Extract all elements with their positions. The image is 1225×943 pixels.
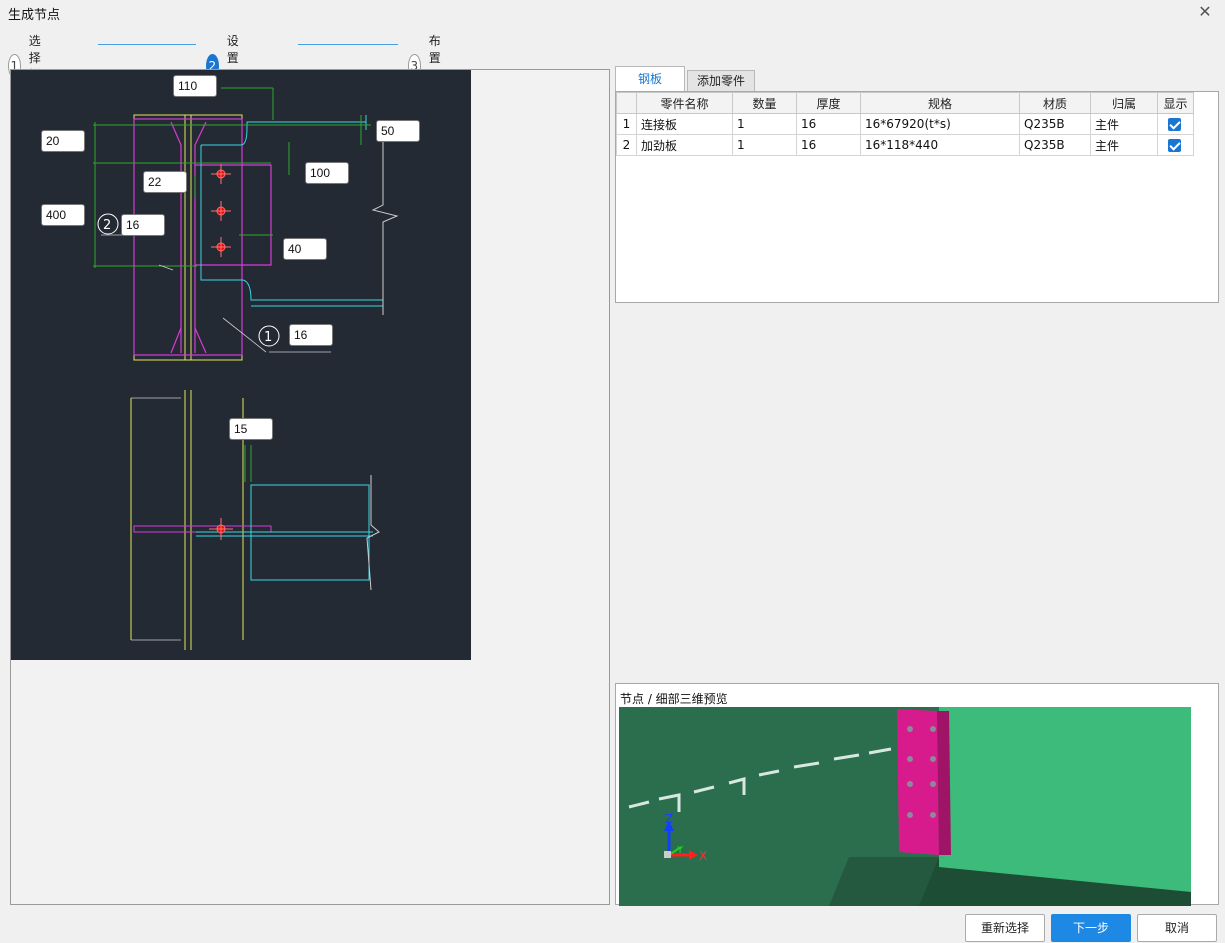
dimension-lines [93,87,371,268]
beam-side-view [196,484,373,581]
col-qty[interactable]: 数量 [732,92,797,114]
stiffener-plate [133,118,272,356]
row-number: 1 [616,113,637,135]
parts-table-container: 零件名称 数量 厚度 规格 材质 归属 显示 1 连接板 1 16 16*679… [615,91,1219,303]
callout-1: 1 [264,330,272,345]
side-plate [133,525,272,533]
table-row[interactable]: 2 加劲板 1 16 16*118*440 Q235B 主件 [616,134,1194,156]
dim-input-22[interactable]: 22 [143,171,187,193]
dim-input-110[interactable]: 110 [173,75,217,97]
step-connector [98,44,196,45]
parts-table: 零件名称 数量 厚度 规格 材质 归属 显示 1 连接板 1 16 16*679… [616,92,1194,156]
side-bolt [209,518,233,540]
window-title: 生成节点 [8,8,61,23]
3d-preview-panel: 节点 / 细部三维预览 [615,683,1219,906]
cell-spec[interactable]: 16*118*440 [860,134,1020,156]
cell-material[interactable]: Q235B [1019,134,1091,156]
dim-input-100[interactable]: 100 [305,162,349,184]
tab-add-part[interactable]: 添加零件 [687,70,755,92]
cell-show [1157,113,1194,135]
dim-input-400[interactable]: 400 [41,204,85,226]
bolt-holes [211,164,231,257]
cell-qty[interactable]: 1 [732,113,797,135]
axis-y-label: Y [676,845,684,856]
table-header-row: 零件名称 数量 厚度 规格 材质 归属 显示 [616,92,1194,114]
reselect-button[interactable]: 重新选择 [965,914,1045,942]
cad-svg: 2 1 [93,87,399,650]
dim-input-20[interactable]: 20 [41,130,85,152]
close-icon[interactable]: ✕ [1198,2,1212,21]
cell-thickness[interactable]: 16 [796,134,861,156]
table-row[interactable]: 1 连接板 1 16 16*67920(t*s) Q235B 主件 [616,113,1194,135]
col-thickness[interactable]: 厚度 [796,92,861,114]
callout-2: 2 [103,218,111,233]
col-material[interactable]: 材质 [1019,92,1091,114]
step-connector [298,44,398,45]
break-line [371,130,399,315]
drawing-panel: 2 1 [10,69,610,905]
cell-part-name[interactable]: 加劲板 [636,134,733,156]
cell-owner[interactable]: 主件 [1090,113,1158,135]
row-number: 2 [616,134,637,156]
axis-gizmo [664,821,698,860]
tab-steel-plate[interactable]: 钢板 [615,66,685,92]
cancel-button[interactable]: 取消 [1137,914,1217,942]
3d-viewport[interactable]: Z Y X [619,707,1191,906]
cell-qty[interactable]: 1 [732,134,797,156]
tab-bar: 钢板 添加零件 [615,66,1220,92]
break-line-side [366,475,380,591]
cell-owner[interactable]: 主件 [1090,134,1158,156]
dim-input-16-plate[interactable]: 16 [289,324,333,346]
cad-drawing: 2 1 [11,70,471,660]
cell-show [1157,134,1194,156]
axis-x-label: X [699,849,707,863]
col-part-name[interactable]: 零件名称 [636,92,733,114]
dim-input-15[interactable]: 15 [229,418,273,440]
col-owner[interactable]: 归属 [1090,92,1158,114]
column-side-view [130,390,244,650]
next-button[interactable]: 下一步 [1051,914,1131,942]
cell-part-name[interactable]: 连接板 [636,113,733,135]
3d-scene: Z Y X [619,707,1191,906]
beam-web-face [939,707,1191,882]
show-checkbox[interactable] [1168,118,1181,131]
cell-material[interactable]: Q235B [1019,113,1091,135]
axis-z-label: Z [665,812,673,826]
dim-input-16-stiffener[interactable]: 16 [121,214,165,236]
dim-input-50[interactable]: 50 [376,120,420,142]
plate-bolts [907,726,936,818]
beam-outline [200,115,383,307]
show-checkbox[interactable] [1168,139,1181,152]
title-bar: 生成节点 ✕ [0,0,1225,28]
col-show[interactable]: 显示 [1157,92,1194,114]
cell-thickness[interactable]: 16 [796,113,861,135]
col-spec[interactable]: 规格 [860,92,1020,114]
callout-circles [97,213,280,347]
dim-15-lines [244,445,252,482]
beam-flange [939,857,1191,892]
cell-spec[interactable]: 16*67920(t*s) [860,113,1020,135]
dim-input-40[interactable]: 40 [283,238,327,260]
column-top-view [133,114,243,361]
preview-label: 节点 / 细部三维预览 [620,692,728,706]
connection-plate [897,709,939,855]
col-index [616,92,637,114]
